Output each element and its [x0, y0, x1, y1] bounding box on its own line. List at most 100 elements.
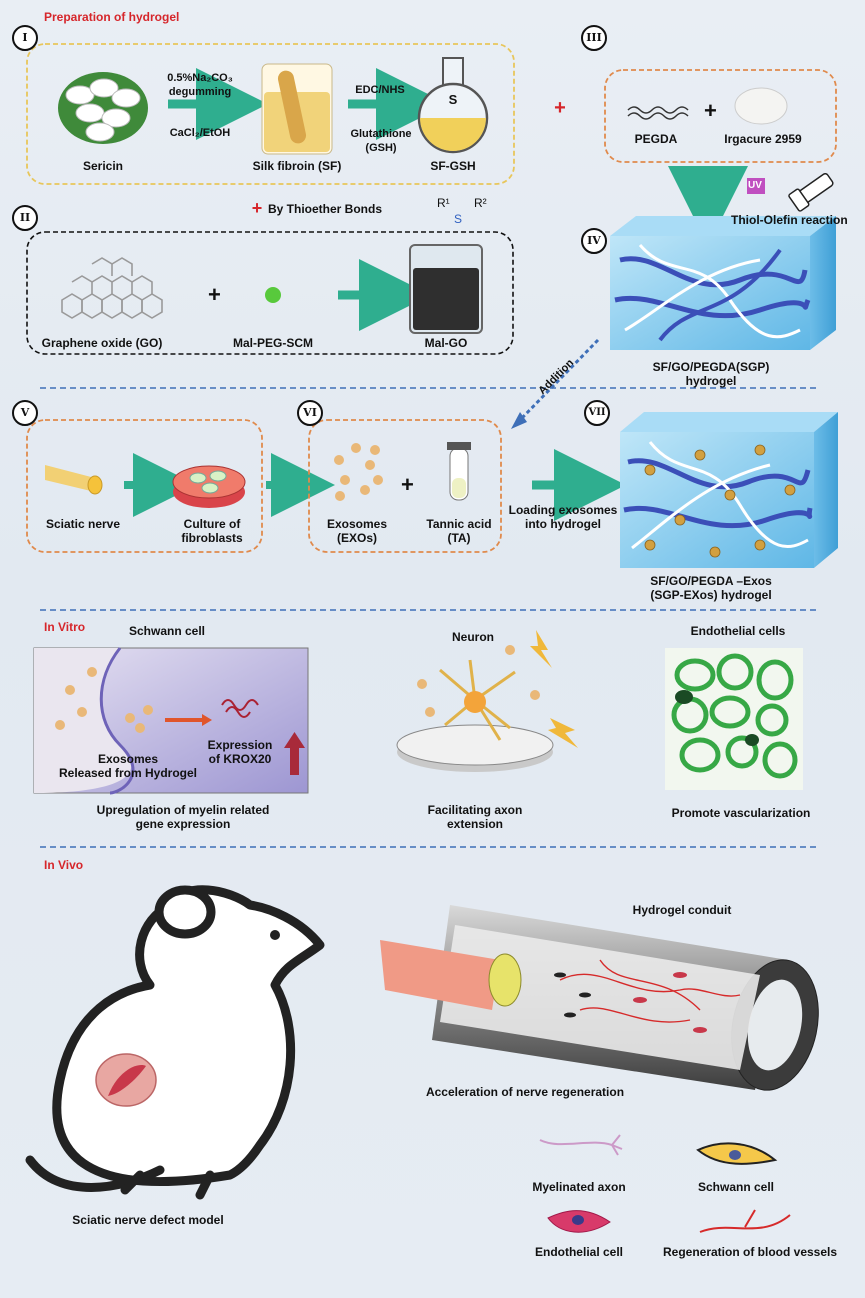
- roman-vi: VI: [297, 400, 323, 426]
- roman-vii: VII: [584, 400, 610, 426]
- sgp-hydrogel-label-2: hydrogel: [685, 374, 737, 388]
- sgp-exos-label: SF/GO/PEGDA –Exos: [650, 574, 772, 588]
- upregulation-label: Upregulation of myelin related: [96, 803, 270, 817]
- glutathione-label: Glutathione: [350, 128, 412, 140]
- mal-peg-scm-particle-icon: [265, 287, 281, 303]
- sf-gsh-flask-icon: [417, 57, 489, 154]
- uv-label: UV: [748, 180, 762, 191]
- silk-fibroin-beaker-icon: [261, 63, 333, 155]
- lightning-icon-2: [548, 718, 578, 748]
- s-label: S: [454, 212, 463, 226]
- legend-myelinated: Myelinated axon: [532, 1180, 626, 1194]
- tannic-acid-label: Tannic acid: [426, 517, 492, 531]
- sericin-cocoons-icon: [58, 72, 148, 144]
- sf-gsh-label: SF-GSH: [430, 159, 476, 173]
- endothelial-cell-legend-icon: [547, 1210, 611, 1233]
- endothelial-cells-image: [665, 648, 803, 790]
- krox20-label: of KROX20: [208, 752, 272, 766]
- silk-fibroin-label: Silk fibroin (SF): [252, 159, 342, 173]
- exosomes-icon: [334, 443, 383, 501]
- flashlight-icon: [788, 172, 834, 212]
- pegda-chain-icon: [627, 106, 689, 114]
- r1-label: R¹: [437, 196, 450, 210]
- upregulation-label-2: gene expression: [135, 817, 231, 831]
- endothelial-title: Endothelial cells: [690, 624, 786, 638]
- roman-iv: IV: [581, 228, 607, 254]
- step5-box: [26, 419, 263, 553]
- expression-label: Expression: [207, 738, 273, 752]
- irgacure-label: Irgacure 2959: [724, 132, 802, 146]
- red-plus-1: +: [554, 97, 566, 119]
- arrow-addition-head: [511, 412, 527, 429]
- plus-sign-4: +: [401, 472, 414, 497]
- sericin-label: Sericin: [82, 159, 124, 173]
- pegda-label: PEGDA: [634, 132, 678, 146]
- mal-go-beaker-icon: [409, 244, 483, 334]
- step1-box: [26, 43, 515, 185]
- conduit-label: Hydrogel conduit: [632, 903, 732, 917]
- released-label: Released from Hydrogel: [58, 766, 198, 780]
- loading-label: Loading exosomes: [508, 503, 618, 517]
- roman-v: V: [12, 400, 38, 426]
- exos-abbrev-label: (EXOs): [336, 531, 378, 545]
- rat-illustration: [25, 885, 325, 1200]
- neuron-on-disc-icon: [396, 630, 578, 772]
- blood-vessels-legend-icon: [699, 1209, 791, 1233]
- degumming-reagent: 0.5%Na₂CO₃: [167, 72, 233, 84]
- exosomes-inpanel-label: Exosomes: [97, 752, 159, 766]
- vascularization-label: Promote vascularization: [671, 806, 811, 820]
- exosomes-label: Exosomes: [326, 517, 388, 531]
- axon-label-2: extension: [446, 817, 504, 831]
- culture-label: Culture of: [183, 517, 241, 531]
- arrow-addition: [518, 338, 600, 422]
- thiol-olefin-label: Thiol-Olefin reaction: [731, 213, 848, 227]
- sgp-exos-label-2: (SGP-EXos) hydrogel: [650, 588, 772, 602]
- red-plus-2: +: [252, 198, 263, 218]
- acceleration-label: Acceleration of nerve regeneration: [425, 1085, 625, 1099]
- uv-badge: [747, 178, 765, 194]
- schwann-cell-panel: [33, 647, 309, 795]
- sciatic-nerve-icon: [45, 465, 103, 495]
- neuron-title: Neuron: [452, 630, 494, 644]
- hydrogel-conduit-illustration: [380, 905, 819, 1091]
- edc-nhs-label: EDC/NHS: [355, 84, 405, 96]
- sgp-hydrogel-cube-icon: [610, 216, 836, 350]
- loading-label-2: into hydrogel: [525, 517, 601, 531]
- model-label: Sciatic nerve defect model: [72, 1213, 224, 1227]
- mal-go-label: Mal-GO: [424, 336, 468, 350]
- tannic-acid-tube-icon: [447, 442, 471, 501]
- graphene-lattice-icon: [61, 257, 163, 319]
- pegda-chain-icon-2: [627, 112, 689, 120]
- step6-box: [308, 419, 502, 553]
- irgacure-powder-icon: [734, 87, 788, 125]
- axon-label: Facilitating axon: [427, 803, 523, 817]
- cacl2-label: CaCl₂/EtOH: [169, 127, 231, 139]
- r2-label: R²: [474, 196, 487, 210]
- wound-icon: [95, 1053, 157, 1107]
- sgp-hydrogel-label: SF/GO/PEGDA(SGP): [652, 360, 770, 374]
- go-label: Graphene oxide (GO): [41, 336, 163, 350]
- dna-icon: [221, 699, 259, 718]
- roman-i: I: [12, 25, 38, 51]
- in-vitro-title: In Vitro: [44, 620, 86, 634]
- mal-peg-label: Mal-PEG-SCM: [232, 336, 314, 350]
- lightning-icon: [530, 630, 552, 668]
- degumming-label: degumming: [168, 86, 232, 98]
- legend-schwann: Schwann cell: [697, 1180, 775, 1194]
- step3-box: [604, 69, 837, 163]
- step2-box: [26, 231, 514, 355]
- up-arrow-icon: [290, 745, 299, 775]
- roman-ii: II: [12, 205, 38, 231]
- ta-label: (TA): [447, 531, 471, 545]
- sgp-exos-hydrogel-cube-icon: [620, 412, 838, 568]
- legend-endothelial: Endothelial cell: [534, 1245, 624, 1259]
- preparation-title: Preparation of hydrogel: [44, 10, 180, 24]
- gsh-label: (GSH): [365, 142, 397, 154]
- schwann-cell-legend-icon: [696, 1142, 778, 1165]
- petri-dish-icon: [172, 465, 246, 508]
- culture-label-2: fibroblasts: [181, 531, 243, 545]
- plus-sign-3: +: [704, 98, 717, 123]
- roman-iii: III: [581, 25, 607, 51]
